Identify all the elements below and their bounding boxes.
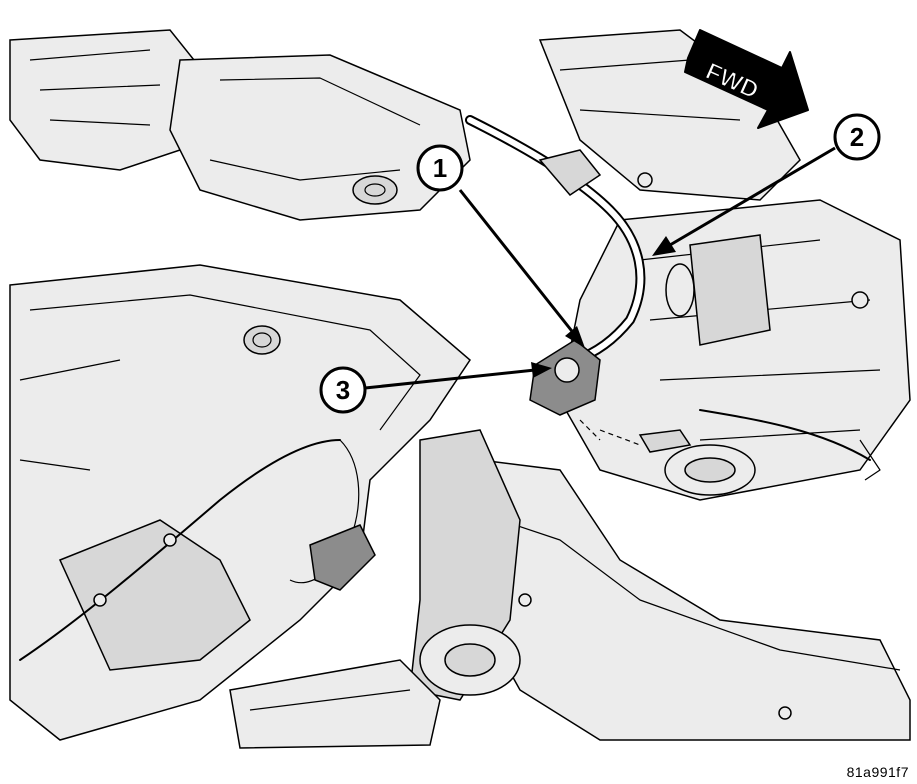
leader-line-3 (364, 368, 536, 390)
leader-line-1 (458, 189, 577, 336)
arrowhead-2 (652, 236, 676, 256)
callout-1-label: 1 (433, 153, 447, 183)
oxygen-sensor-assembly (465, 115, 692, 453)
arrowhead-3 (531, 362, 552, 378)
leader-line-2 (669, 146, 836, 247)
figure-id: 81a991f7 (846, 764, 909, 780)
callout-2-label: 2 (850, 122, 864, 152)
callout-1: 1 (416, 144, 464, 192)
leader-lines (364, 146, 836, 390)
callout-2: 2 (833, 113, 881, 161)
arrowhead-1 (565, 326, 585, 348)
underbody-structure (9, 29, 911, 749)
callout-3: 3 (319, 366, 367, 414)
callout-3-label: 3 (336, 375, 350, 405)
